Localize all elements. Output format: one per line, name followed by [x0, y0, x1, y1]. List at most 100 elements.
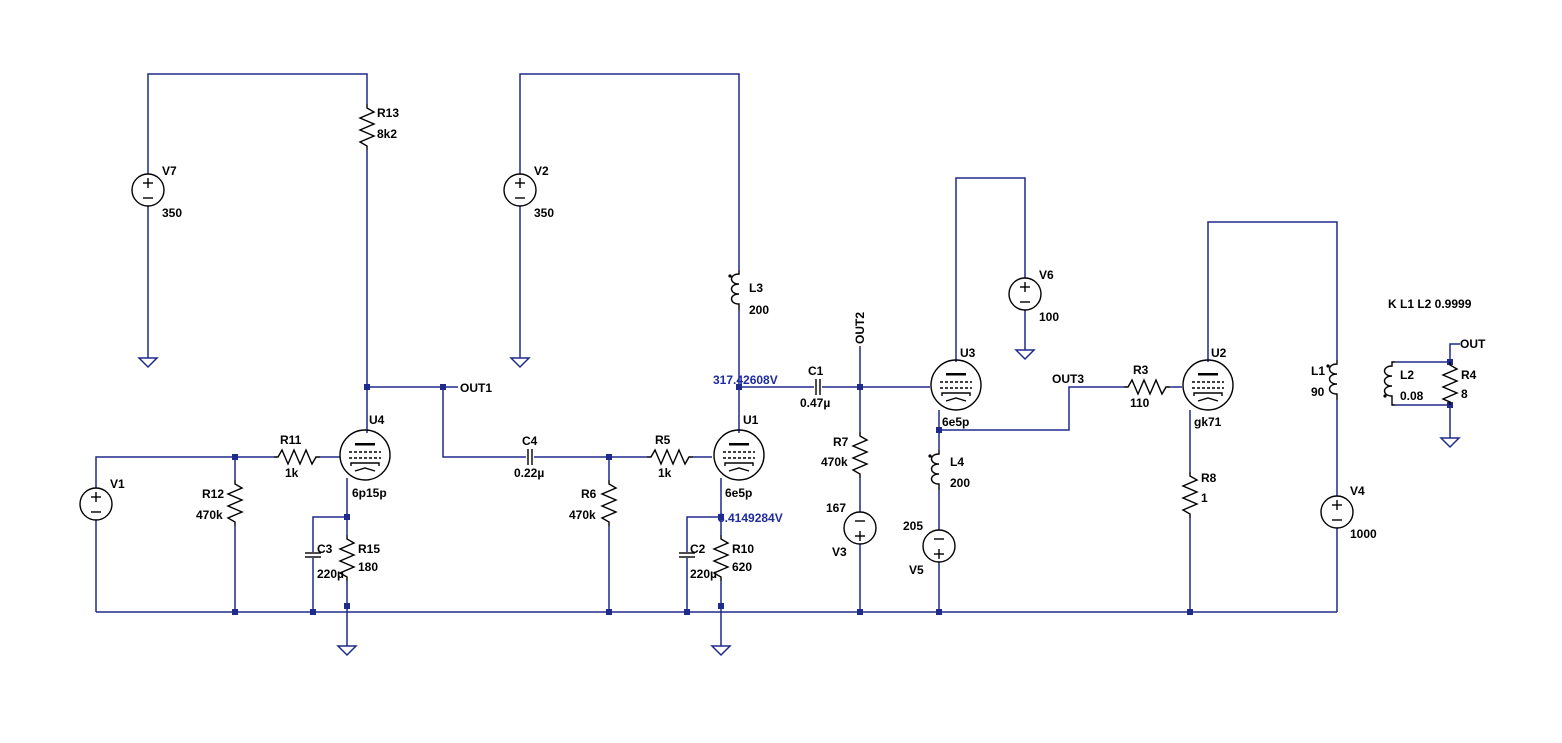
resistor-r12[interactable]: R12 470k — [196, 479, 243, 527]
resistor-r4[interactable]: R4 8 — [1441, 362, 1477, 405]
u4-name: U4 — [369, 413, 385, 427]
r8-value: 1 — [1201, 491, 1208, 505]
u3-value: 6e5p — [942, 415, 969, 429]
u2-value: gk71 — [1194, 415, 1222, 429]
net-label-out3: OUT3 — [1052, 372, 1084, 386]
l1-name: L1 — [1311, 364, 1325, 378]
r15-value: 180 — [358, 560, 378, 574]
resistor-r6[interactable]: R6 470k — [569, 479, 617, 527]
voltage-readout-u1-cathode: 3.4149284V — [718, 511, 783, 525]
r4-value: 8 — [1461, 387, 1468, 401]
resistor-r13[interactable]: R13 8k2 — [359, 103, 399, 151]
l3-value: 200 — [749, 303, 769, 317]
u2-name: U2 — [1211, 346, 1227, 360]
r7-name: R7 — [833, 435, 849, 449]
c1-value: 0.47µ — [800, 396, 830, 410]
v5-value: 205 — [903, 519, 923, 533]
v6-name: V6 — [1039, 268, 1054, 282]
c2-name: C2 — [690, 542, 706, 556]
r10-name: R10 — [732, 542, 754, 556]
r3-name: R3 — [1133, 363, 1149, 377]
resistor-r10[interactable]: R10 620 — [713, 534, 754, 582]
c1-name: C1 — [808, 364, 824, 378]
l2-value: 0.08 — [1400, 389, 1424, 403]
capacitor-c4[interactable]: C4 0.22µ — [514, 434, 544, 480]
l3-name: L3 — [749, 281, 763, 295]
l4-name: L4 — [950, 455, 964, 469]
tube-u2[interactable]: U2 gk71 — [1182, 346, 1234, 429]
v2-name: V2 — [534, 164, 549, 178]
r8-name: R8 — [1201, 471, 1217, 485]
v4-value: 1000 — [1350, 527, 1377, 541]
v2-value: 350 — [534, 206, 554, 220]
v6-value: 100 — [1039, 310, 1059, 324]
r13-name: R13 — [377, 106, 399, 120]
voltage-readout-u1-plate: 317.42608V — [713, 373, 778, 387]
c3-name: C3 — [317, 542, 333, 556]
c4-value: 0.22µ — [514, 466, 544, 480]
r10-value: 620 — [732, 560, 752, 574]
voltage-source-v7[interactable]: V7 350 — [131, 164, 182, 220]
resistor-r11[interactable]: R11 1k — [273, 433, 321, 480]
ground-symbols — [138, 341, 1460, 656]
r11-name: R11 — [280, 433, 302, 447]
r12-name: R12 — [202, 487, 224, 501]
r6-name: R6 — [581, 487, 597, 501]
capacitor-c1[interactable]: C1 0.47µ — [800, 364, 830, 410]
voltage-source-v1[interactable]: V1 — [79, 477, 125, 521]
r12-value: 470k — [196, 508, 223, 522]
v4-name: V4 — [1350, 484, 1365, 498]
capacitor-c2[interactable]: C2 220µ — [678, 542, 717, 581]
v7-value: 350 — [162, 206, 182, 220]
wires — [95, 73, 1460, 638]
resistor-r3[interactable]: R3 110 — [1123, 363, 1171, 410]
r6-value: 470k — [569, 508, 596, 522]
net-label-out: OUT — [1460, 337, 1486, 351]
r13-value: 8k2 — [377, 127, 397, 141]
voltage-source-v6[interactable]: V6 100 — [1008, 268, 1059, 324]
junctions — [232, 359, 1453, 615]
r3-value: 110 — [1130, 396, 1150, 410]
tube-u1[interactable]: U1 6e5p — [713, 413, 765, 500]
inductor-l2[interactable]: L2 0.08 — [1383, 361, 1424, 406]
resistor-r8[interactable]: R8 1 — [1182, 471, 1217, 519]
r5-name: R5 — [655, 433, 671, 447]
voltage-source-v2[interactable]: V2 350 — [503, 164, 554, 220]
tube-u3[interactable]: U3 6e5p — [930, 346, 982, 429]
r4-name: R4 — [1461, 368, 1477, 382]
v5-name: V5 — [909, 563, 924, 577]
r11-value: 1k — [285, 466, 299, 480]
r7-value: 470k — [821, 455, 848, 469]
v7-name: V7 — [162, 164, 177, 178]
u1-name: U1 — [743, 413, 759, 427]
resistor-r7[interactable]: R7 470k — [821, 431, 868, 479]
l1-value: 90 — [1311, 385, 1325, 399]
spice-directive-coupling[interactable]: K L1 L2 0.9999 — [1388, 297, 1472, 311]
net-label-out1: OUT1 — [460, 381, 492, 395]
r15-name: R15 — [358, 542, 380, 556]
voltage-source-v3[interactable]: 167 V3 — [826, 501, 877, 559]
u1-value: 6e5p — [725, 486, 752, 500]
l4-value: 200 — [950, 476, 970, 490]
c2-value: 220µ — [690, 567, 717, 581]
v3-value: 167 — [826, 501, 846, 515]
net-label-out2: OUT2 — [853, 312, 867, 344]
c4-name: C4 — [522, 434, 538, 448]
u4-value: 6p15p — [352, 486, 387, 500]
voltage-source-v4[interactable]: V4 1000 — [1320, 484, 1377, 541]
c3-value: 220µ — [317, 567, 344, 581]
r5-value: 1k — [658, 466, 672, 480]
inductor-l4[interactable]: L4 200 — [927, 449, 970, 491]
u3-name: U3 — [960, 346, 976, 360]
resistor-r15[interactable]: R15 180 — [339, 534, 380, 582]
voltage-source-v5[interactable]: 205 V5 — [903, 519, 956, 577]
resistor-r5[interactable]: R5 1k — [646, 433, 694, 480]
inductor-l3[interactable]: L3 200 — [727, 269, 769, 317]
tube-u4[interactable]: U4 6p15p — [339, 413, 391, 500]
inductor-l1[interactable]: L1 90 — [1311, 359, 1338, 401]
l2-name: L2 — [1400, 368, 1414, 382]
capacitor-c3[interactable]: C3 220µ — [304, 542, 344, 581]
v1-name: V1 — [110, 477, 125, 491]
v3-name: V3 — [832, 545, 847, 559]
